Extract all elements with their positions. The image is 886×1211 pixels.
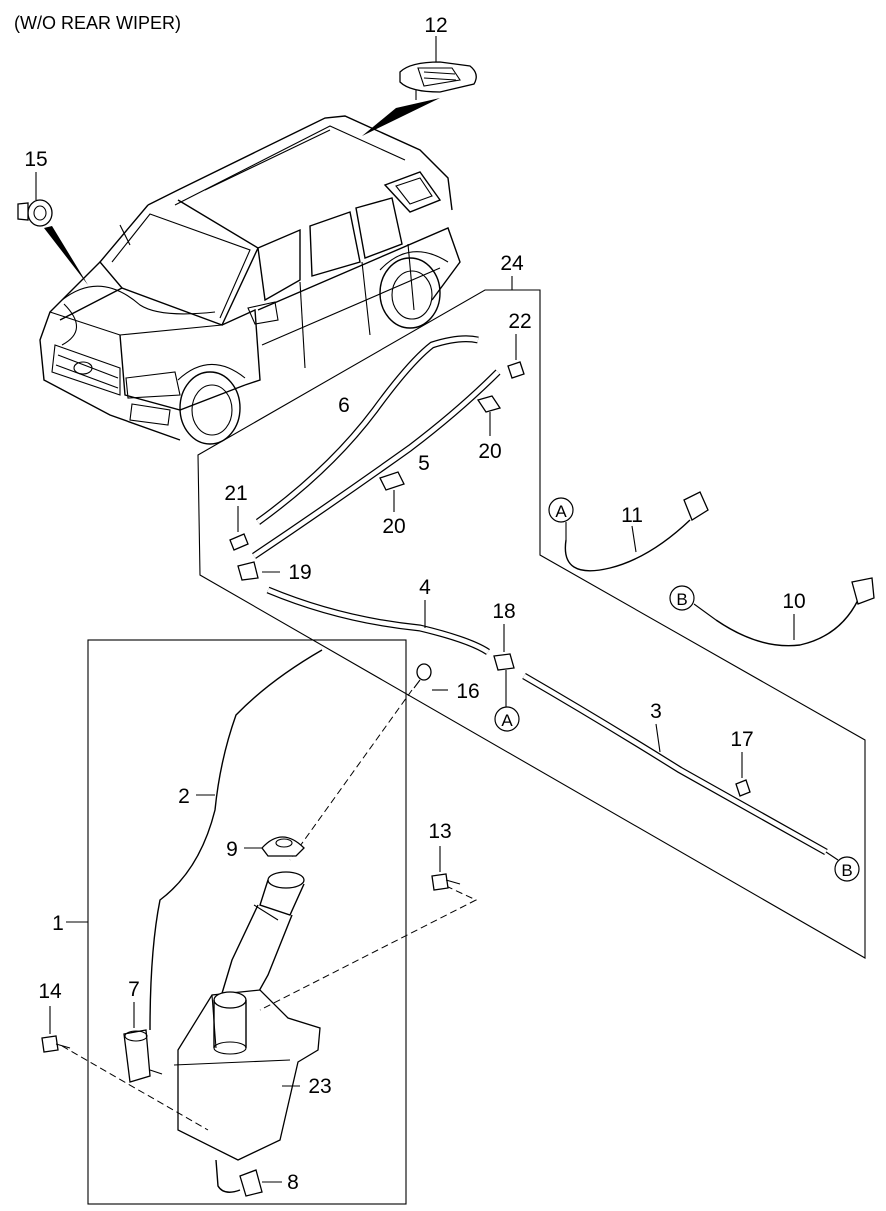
washer-pump-part-7: [123, 1002, 163, 1083]
svg-text:A: A: [555, 502, 567, 521]
hose-part-5: [252, 369, 501, 559]
level-sensor-part-8: [215, 1159, 282, 1197]
callout-6: 6: [338, 394, 350, 417]
vehicle-illustration: [39, 115, 461, 445]
callout-8: 8: [287, 1171, 299, 1194]
svg-text:A: A: [501, 711, 513, 730]
leader-arrow-12: [362, 98, 440, 136]
connector-A-top: A: [548, 497, 574, 523]
hose-part-11: [564, 519, 691, 572]
bolt-part-14: [41, 1006, 71, 1053]
callout-17: 17: [730, 728, 753, 751]
callout-10: 10: [782, 590, 805, 613]
cap-part-9: [244, 836, 305, 857]
connector-A-bottom: A: [494, 706, 520, 732]
svg-text:B: B: [676, 590, 687, 609]
callout-20-upper: 20: [478, 440, 501, 463]
callout-13: 13: [428, 820, 451, 843]
callout-5: 5: [418, 452, 430, 475]
hose-kit-outline: [197, 289, 866, 959]
callout-14: 14: [38, 980, 62, 1003]
washer-reservoir-part-23: [173, 989, 321, 1161]
connector-part-22: [507, 334, 525, 379]
callout-12: 12: [424, 14, 447, 37]
nozzle-part-16: [413, 663, 448, 691]
hose-part-10: [715, 599, 859, 647]
callout-16: 16: [456, 680, 479, 703]
callout-3: 3: [650, 700, 662, 723]
connector-B-top: B: [669, 585, 695, 611]
rear-nozzle-cap-part-12: [362, 61, 477, 136]
callout-20-lower: 20: [382, 515, 405, 538]
callout-1: 1: [52, 912, 64, 935]
callout-18: 18: [492, 600, 515, 623]
connector-B-bottom: B: [834, 856, 860, 882]
callout-9: 9: [226, 838, 238, 861]
filler-neck: [219, 871, 305, 1001]
clip-part-20-lower: [379, 471, 405, 512]
callout-24: 24: [500, 252, 524, 275]
callout-15: 15: [24, 148, 47, 171]
leader-arrow-15: [44, 226, 88, 285]
joint-part-19: [237, 561, 280, 581]
callout-23: 23: [308, 1075, 331, 1098]
callout-4: 4: [419, 576, 431, 599]
header-note: (W/O REAR WIPER): [14, 13, 181, 33]
hose-part-2: [149, 649, 323, 1031]
bolt-part-13: [431, 846, 461, 891]
callout-22: 22: [508, 310, 531, 333]
clip-part-20-upper: [476, 395, 502, 436]
callout-19: 19: [288, 561, 311, 584]
callout-2: 2: [178, 785, 190, 808]
joint-part-21: [229, 506, 249, 551]
callout-21: 21: [224, 482, 247, 505]
clip-part-17: [735, 752, 751, 797]
callout-7: 7: [128, 978, 140, 1001]
tee-joint-part-18: [493, 624, 515, 682]
grommet-part-15: [17, 199, 88, 285]
svg-text:B: B: [841, 861, 852, 880]
callout-11: 11: [621, 504, 643, 527]
